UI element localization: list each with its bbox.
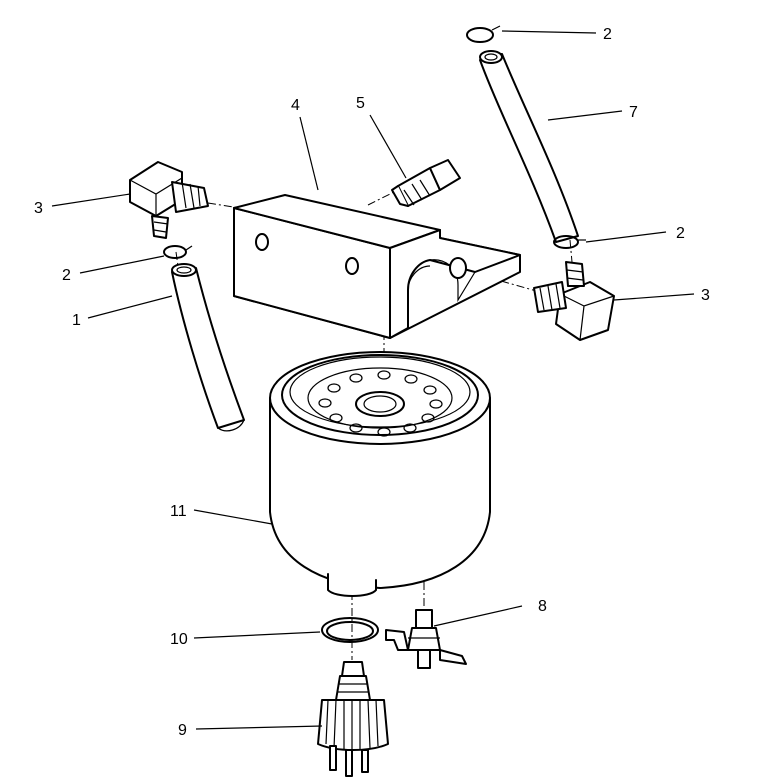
clamp-top (466, 25, 501, 43)
fitting-part-5 (391, 159, 461, 207)
callout-4: 4 (291, 97, 300, 114)
switch-part-9 (317, 661, 389, 777)
callout-5: 5 (356, 95, 365, 112)
callout-1: 1 (72, 312, 81, 329)
callout-9: 9 (178, 722, 187, 739)
callout-10: 10 (170, 631, 188, 648)
callout-2-right: 2 (676, 225, 685, 242)
filter-holes (318, 370, 443, 437)
elbow-fitting-left (129, 161, 209, 239)
callout-3-left: 3 (34, 200, 43, 217)
sender-part-8 (385, 609, 467, 669)
elbow-fitting-right (533, 261, 615, 341)
hose-part-1 (171, 263, 245, 432)
callout-labels: 2 7 2 3 4 5 3 2 1 11 10 8 9 (34, 26, 710, 739)
hose-part-7 (479, 50, 579, 243)
callout-11: 11 (170, 503, 187, 520)
callout-8: 8 (538, 598, 547, 615)
callout-2-left: 2 (62, 267, 71, 284)
callout-2-top: 2 (603, 26, 612, 43)
o-ring (321, 617, 379, 643)
callout-3-right: 3 (701, 287, 710, 304)
clamp-right (553, 235, 586, 249)
leader-lines (51, 30, 695, 730)
clamp-left (163, 245, 193, 259)
callout-7: 7 (629, 104, 638, 121)
filter-canister (269, 351, 491, 597)
adapter-block (233, 194, 521, 339)
